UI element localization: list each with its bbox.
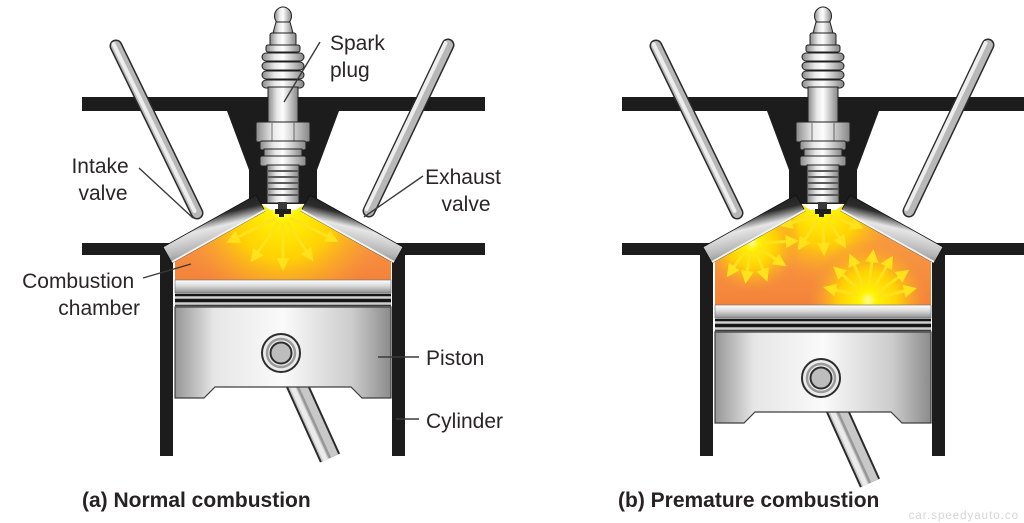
leader-intake-valve (138, 167, 194, 219)
label-spark-plug: Spark plug (330, 32, 391, 82)
leader-combustion-chamber (142, 263, 192, 279)
panel-b-engine (622, 7, 1024, 485)
label-cylinder: Cylinder (426, 410, 503, 433)
label-combustion-chamber: Combustion chamber (22, 270, 140, 320)
label-intake-valve: Intake valve (71, 155, 134, 205)
panel-a-engine (82, 7, 485, 460)
caption-panel-a: (a) Normal combustion (82, 489, 311, 512)
caption-panel-b: (b) Premature combustion (618, 489, 879, 512)
watermark: car.speedyauto.co (909, 510, 1019, 522)
label-piston: Piston (426, 347, 484, 370)
annotations: Spark plug Intake valve Exhaust valve Co… (22, 32, 1019, 522)
leader-exhaust-valve (363, 175, 424, 218)
flame-front-arrows (726, 214, 917, 299)
flame-front-arrows (226, 216, 339, 271)
leader-spark-plug (283, 41, 321, 103)
label-exhaust-valve: Exhaust valve (425, 166, 507, 216)
